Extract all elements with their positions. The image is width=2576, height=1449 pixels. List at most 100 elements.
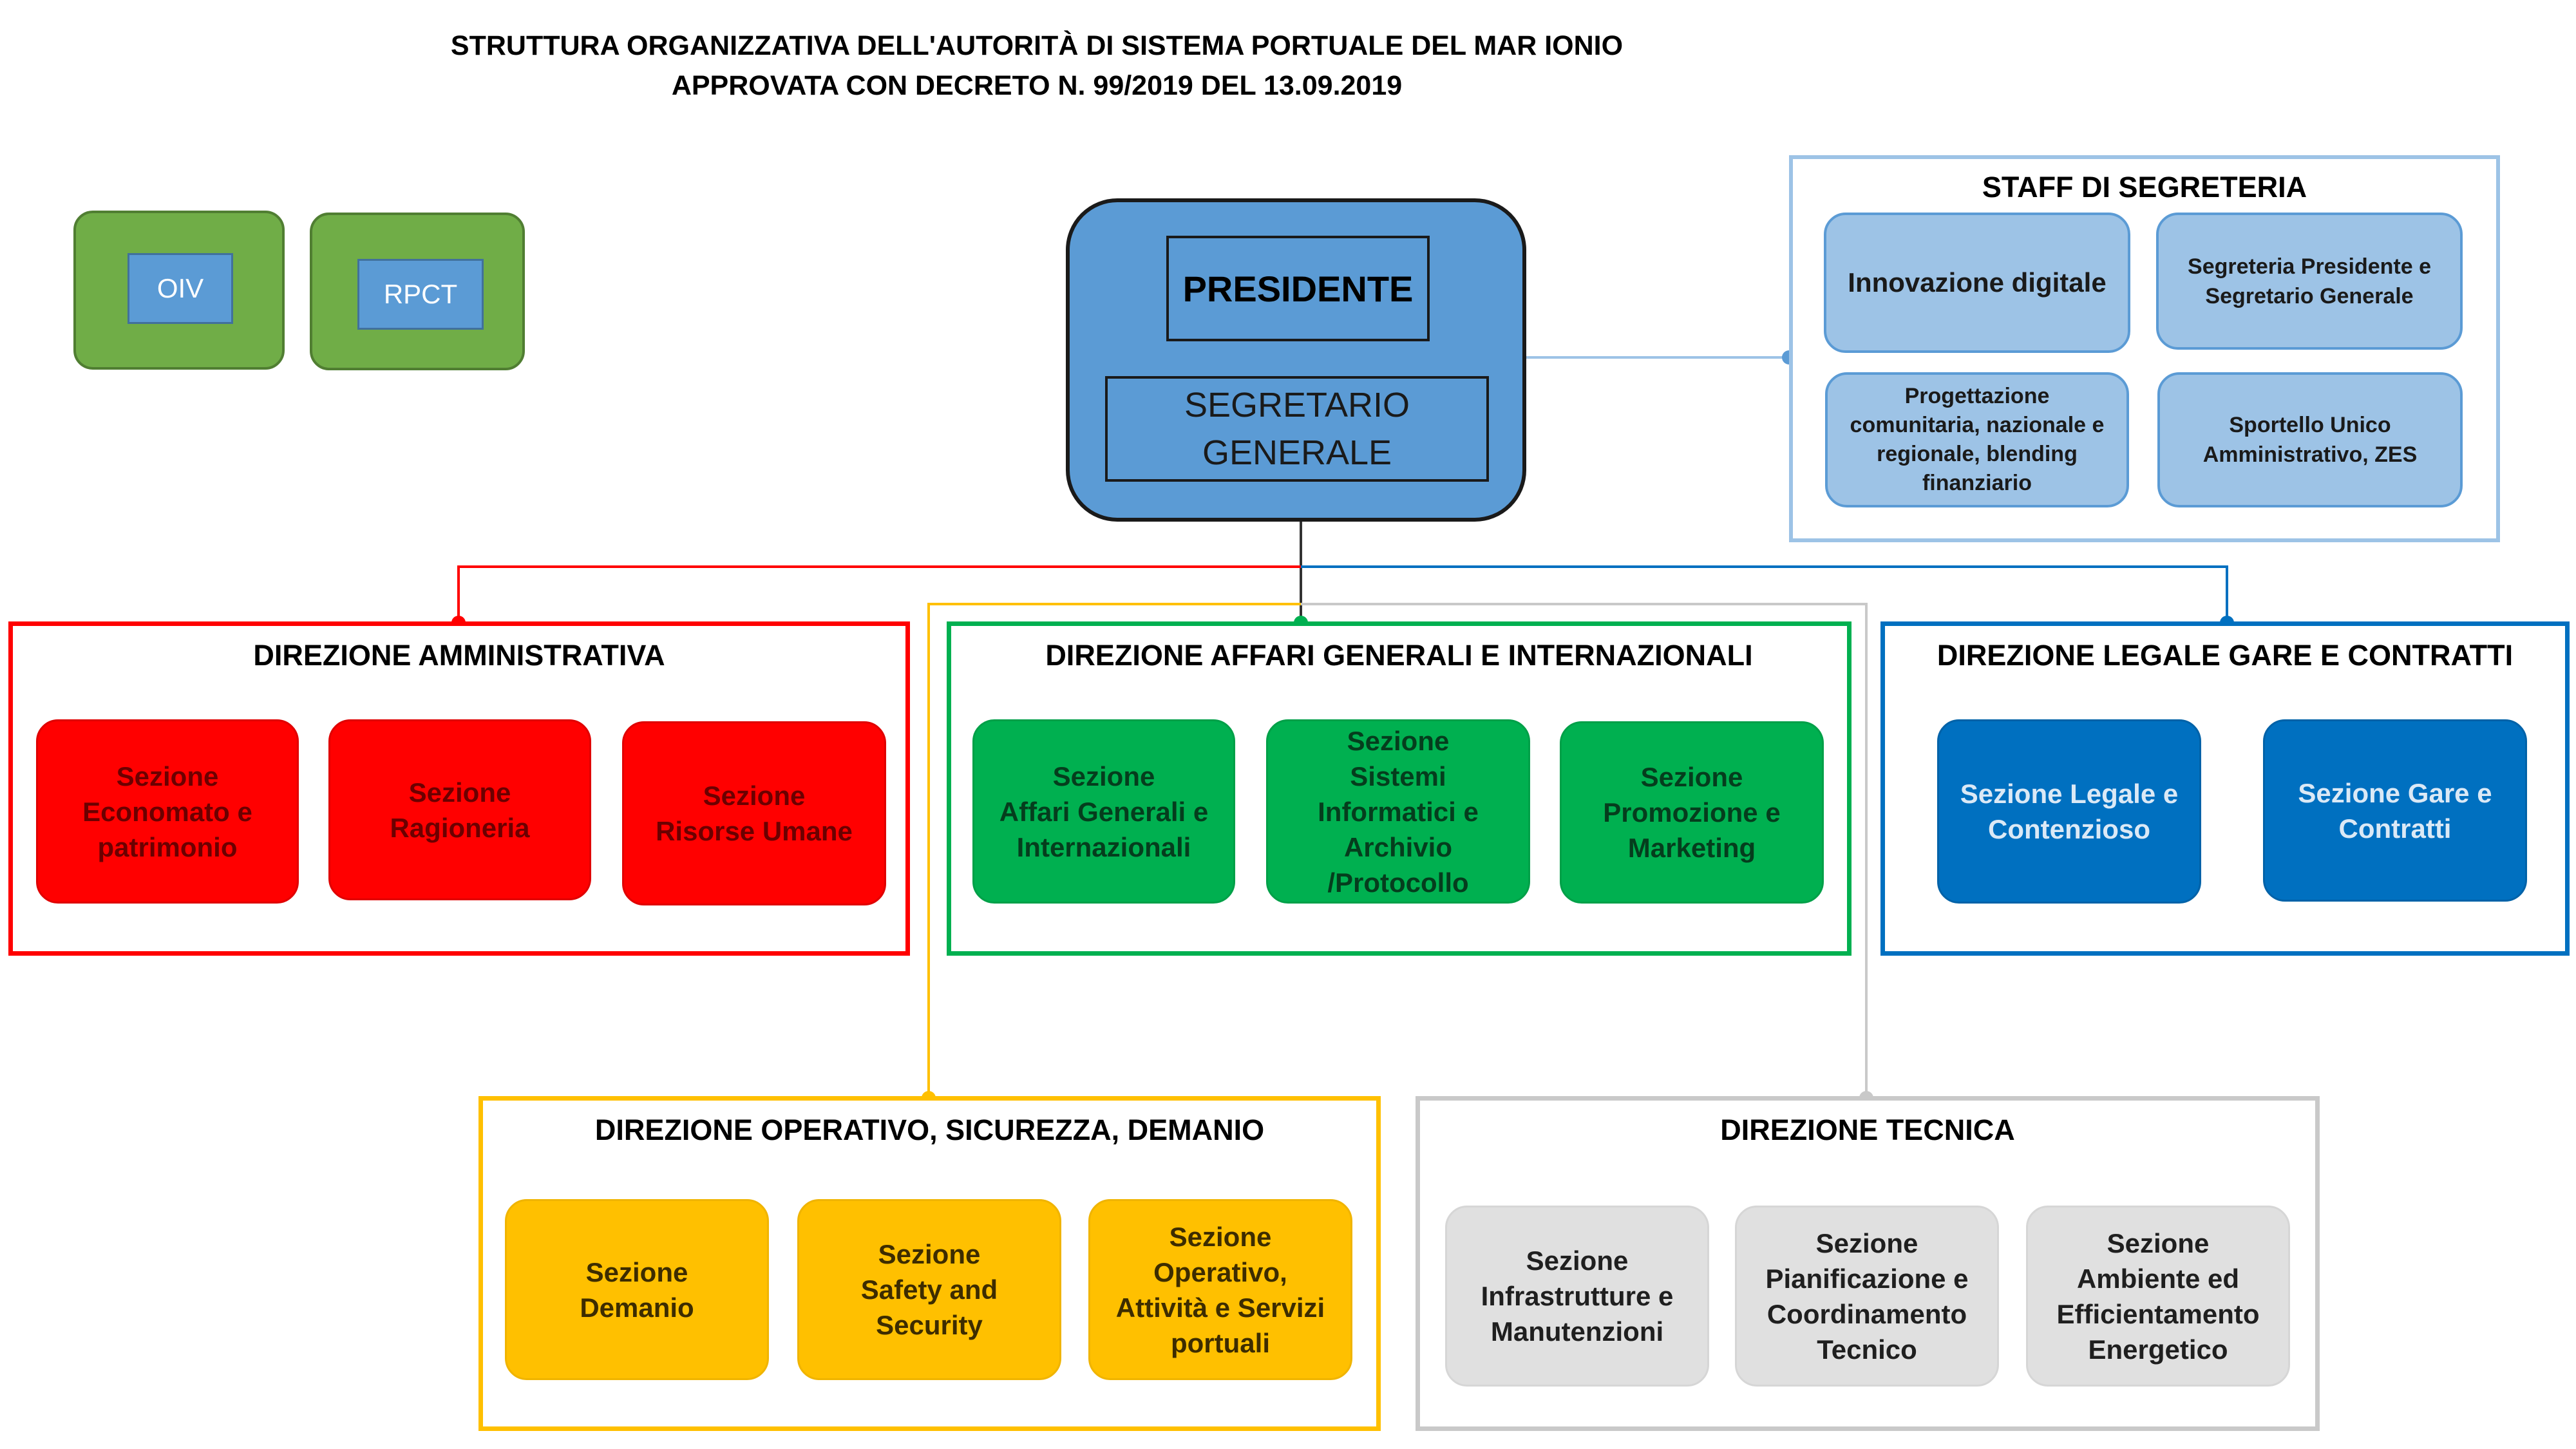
section-line: Archivio	[1343, 831, 1453, 862]
section-line: Sezione	[408, 777, 511, 808]
section-line: Contratti	[2338, 813, 2452, 844]
section-line: Sezione	[116, 761, 219, 791]
section-legale-text: Sezione Legale e Contenzioso	[1960, 776, 2178, 847]
section-pianificazione-text: Sezione Pianificazione e Coordinamento T…	[1765, 1226, 1968, 1367]
connector-technical	[1301, 603, 1868, 1098]
section-demanio-text: Sezione Demanio	[580, 1255, 694, 1325]
staff-item-3-line: finanziario	[1922, 471, 2032, 495]
section-line: Pianificazione e	[1765, 1263, 1969, 1294]
secretary-general-box: SEGRETARIO GENERALE	[1105, 376, 1489, 482]
section-line: Sezione	[1526, 1245, 1629, 1276]
staff-item-3-line: Progettazione	[1904, 384, 2050, 408]
staff-item-1-line: Innovazione digitale	[1848, 267, 2107, 298]
rpct-box[interactable]: RPCT	[310, 213, 525, 370]
oiv-label: OIV	[128, 253, 233, 324]
section-ragioneria-text: Sezione Ragioneria	[390, 775, 529, 846]
staff-item-2-text: Segreteria Presidente e Segretario Gener…	[2188, 252, 2431, 311]
section-line: Demanio	[580, 1292, 694, 1323]
section-infrastrutture-text: Sezione Infrastrutture e Manutenzioni	[1481, 1243, 1674, 1349]
section-safety-security[interactable]: Sezione Safety and Security	[797, 1199, 1061, 1380]
section-economato[interactable]: Sezione Economato e patrimonio	[36, 719, 299, 904]
staff-item-3-line: regionale, blending	[1877, 442, 2078, 466]
section-affari-generali[interactable]: Sezione Affari Generali e Internazionali	[972, 719, 1235, 904]
section-line: Contenzioso	[1988, 814, 2150, 844]
section-line: Manutenzioni	[1490, 1316, 1664, 1347]
connector-operative	[927, 603, 1301, 1098]
section-line: Sezione	[585, 1256, 688, 1287]
section-ambiente-text: Sezione Ambiente ed Efficientamento Ener…	[2056, 1226, 2259, 1367]
direction-legal-title: DIREZIONE LEGALE GARE E CONTRATTI	[1937, 639, 2514, 672]
section-ragioneria[interactable]: Sezione Ragioneria	[328, 719, 591, 900]
section-line: Safety and	[860, 1274, 998, 1305]
section-promozione-text: Sezione Promozione e Marketing	[1603, 759, 1780, 866]
secretary-line-1: SEGRETARIO	[1184, 386, 1410, 424]
staff-item-4-line: Amministrativo, ZES	[2202, 442, 2418, 467]
staff-item-4-line: Sportello Unico	[2229, 413, 2391, 437]
section-line: Sezione	[1640, 762, 1743, 792]
section-sistemi-informatici[interactable]: Sezione Sistemi Informatici e Archivio /…	[1266, 719, 1530, 904]
section-line: Tecnico	[1817, 1334, 1917, 1365]
section-promozione-marketing[interactable]: Sezione Promozione e Marketing	[1560, 721, 1824, 904]
section-line: Risorse Umane	[656, 816, 853, 846]
section-line: Security	[876, 1310, 983, 1340]
section-line: Internazionali	[1016, 831, 1191, 862]
section-sistemi-informatici-text: Sezione Sistemi Informatici e Archivio /…	[1318, 723, 1479, 900]
staff-sportello-unico[interactable]: Sportello Unico Amministrativo, ZES	[2157, 372, 2463, 507]
president-box[interactable]: PRESIDENTE SEGRETARIO GENERALE	[1066, 198, 1526, 522]
section-gare-text: Sezione Gare e Contratti	[2298, 775, 2492, 846]
staff-title: STAFF DI SEGRETERIA	[1982, 171, 2307, 204]
section-line: Sezione	[1052, 761, 1155, 791]
staff-item-2-line: Segreteria Presidente e	[2188, 254, 2431, 279]
section-line: Sezione	[703, 781, 806, 811]
section-legale-contenzioso[interactable]: Sezione Legale e Contenzioso	[1937, 719, 2201, 904]
section-infrastrutture[interactable]: Sezione Infrastrutture e Manutenzioni	[1445, 1206, 1709, 1387]
section-line: Sezione Legale e	[1960, 779, 2179, 809]
staff-progettazione[interactable]: Progettazione comunitaria, nazionale e r…	[1825, 372, 2129, 507]
staff-item-3-text: Progettazione comunitaria, nazionale e r…	[1850, 382, 2105, 498]
section-gare-contratti[interactable]: Sezione Gare e Contratti	[2263, 719, 2527, 902]
section-line: Sezione	[1347, 725, 1450, 756]
direction-general-affairs-title: DIREZIONE AFFARI GENERALI E INTERNAZIONA…	[1045, 639, 1753, 672]
section-line: Coordinamento	[1766, 1298, 1967, 1329]
section-line: Informatici e	[1318, 796, 1479, 827]
section-line: Sezione	[878, 1239, 981, 1269]
title-line-1: STRUTTURA ORGANIZZATIVA DELL'AUTORITÀ DI…	[450, 30, 1624, 61]
section-line: Attività e Servizi	[1115, 1292, 1325, 1323]
section-operativo-text: Sezione Operativo, Attività e Servizi po…	[1116, 1219, 1325, 1361]
rpct-label: RPCT	[357, 259, 484, 330]
section-line: Sezione Gare e	[2298, 777, 2492, 808]
secretary-line-2: GENERALE	[1202, 433, 1392, 472]
title-line-2: APPROVATA CON DECRETO N. 99/2019 DEL 13.…	[671, 70, 1403, 101]
section-line: Sezione	[2107, 1227, 2210, 1258]
section-safety-text: Sezione Safety and Security	[861, 1236, 998, 1343]
section-line: Promozione e	[1603, 797, 1781, 828]
section-line: Efficientamento	[2056, 1298, 2260, 1329]
section-line: portuali	[1171, 1327, 1270, 1358]
section-line: Ambiente ed	[2076, 1263, 2240, 1294]
section-line: Sezione	[1815, 1227, 1918, 1258]
staff-item-3-line: comunitaria, nazionale e	[1850, 413, 2105, 437]
staff-segreteria[interactable]: Segreteria Presidente e Segretario Gener…	[2156, 213, 2463, 350]
oiv-box[interactable]: OIV	[73, 211, 285, 370]
section-operativo-servizi[interactable]: Sezione Operativo, Attività e Servizi po…	[1088, 1199, 1352, 1380]
section-pianificazione[interactable]: Sezione Pianificazione e Coordinamento T…	[1735, 1206, 1999, 1387]
section-line: Economato e	[82, 796, 252, 827]
section-line: patrimonio	[97, 831, 238, 862]
direction-technical-title: DIREZIONE TECNICA	[1720, 1113, 2015, 1146]
section-risorse-umane-text: Sezione Risorse Umane	[656, 778, 853, 849]
section-risorse-umane[interactable]: Sezione Risorse Umane	[622, 721, 886, 905]
section-line: Affari Generali e	[999, 796, 1209, 827]
chart-title: STRUTTURA ORGANIZZATIVA DELL'AUTORITÀ DI…	[0, 26, 2074, 106]
section-line: Sezione	[1169, 1221, 1272, 1252]
connector-legal	[1301, 565, 2228, 623]
section-demanio[interactable]: Sezione Demanio	[505, 1199, 769, 1380]
section-line: Operativo,	[1153, 1256, 1287, 1287]
section-ambiente[interactable]: Sezione Ambiente ed Efficientamento Ener…	[2026, 1206, 2290, 1387]
section-line: Infrastrutture e	[1481, 1281, 1674, 1311]
staff-innovazione-digitale[interactable]: Innovazione digitale	[1824, 213, 2130, 353]
section-line: Ragioneria	[390, 812, 530, 843]
section-line: Marketing	[1627, 833, 1756, 863]
staff-item-1-text: Innovazione digitale	[1848, 267, 2106, 298]
section-line: Energetico	[2088, 1334, 2228, 1365]
